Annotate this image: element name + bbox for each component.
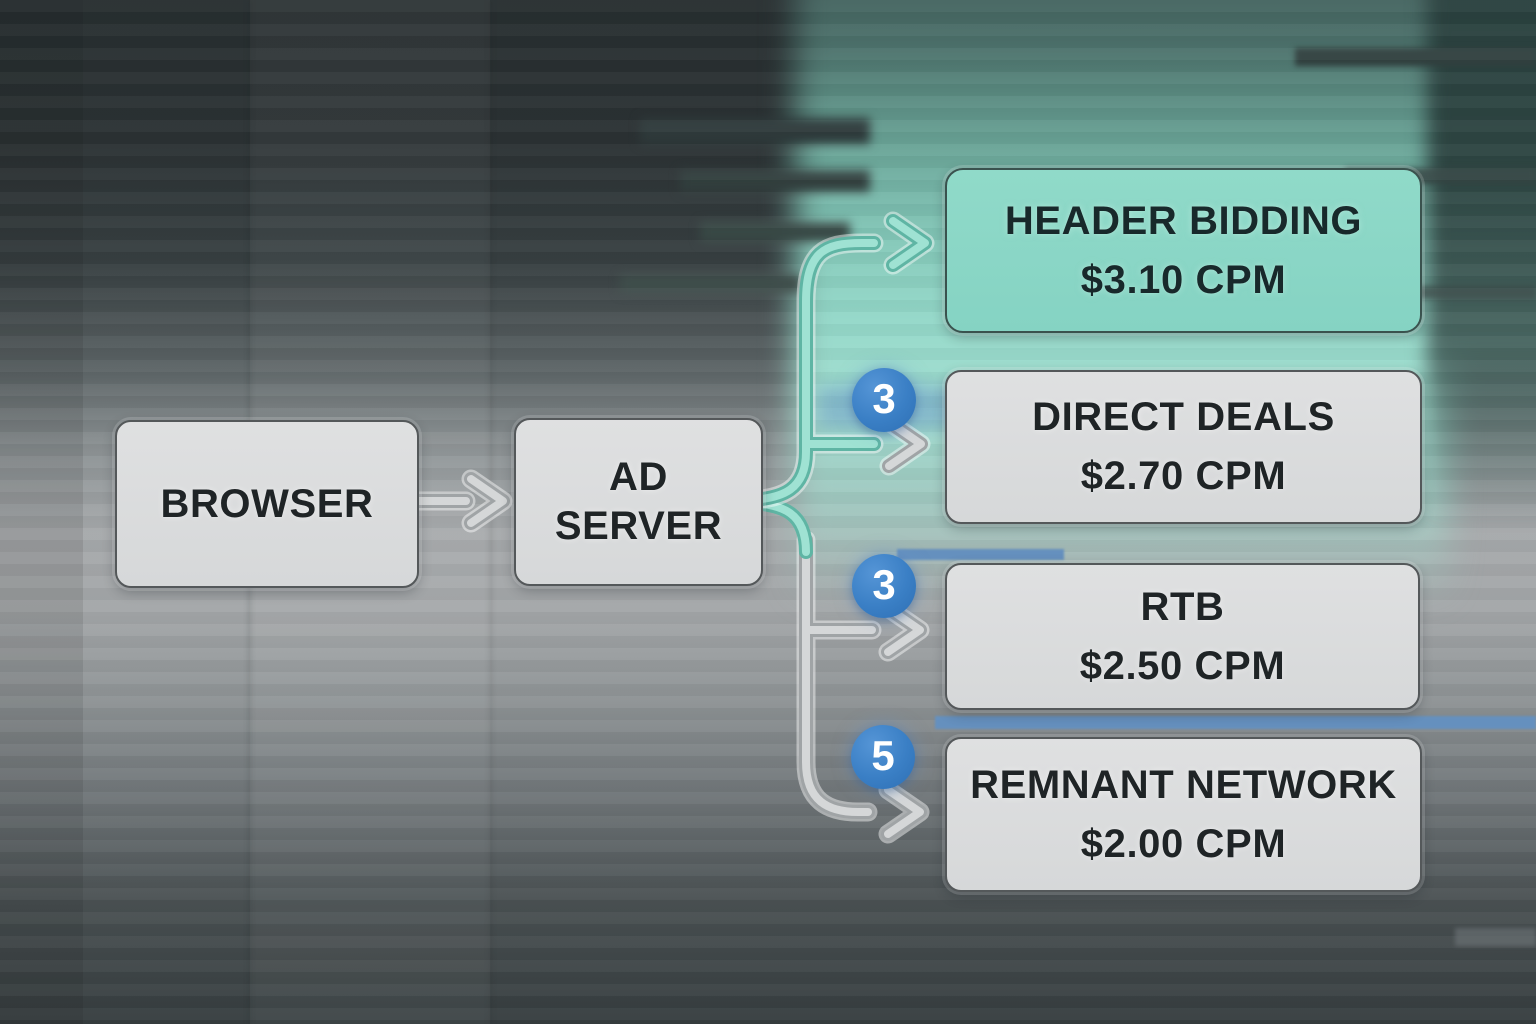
node-browser: BROWSER — [115, 420, 419, 588]
background-streak — [680, 170, 870, 192]
background-streak — [700, 222, 850, 242]
connector-ad-server-to-rtb-and-remnant — [796, 530, 882, 822]
badge-direct-deals-count: 3 — [852, 368, 916, 432]
node-direct-deals-cpm: $2.70 CPM — [1080, 454, 1287, 498]
blue-stripe — [935, 716, 1536, 729]
background-streak — [640, 118, 870, 144]
arrow-icon-header-bidding — [883, 211, 935, 275]
arrow-icon-rtb — [878, 598, 930, 662]
arrow-icon-browser-to-ad-server — [461, 469, 513, 533]
node-rtb: RTB $2.50 CPM — [945, 563, 1420, 710]
connector-ad-server-to-header-bidding-and-direct-deals — [742, 233, 884, 510]
node-direct-deals-title: DIRECT DEALS — [1032, 395, 1335, 440]
node-ad-server: AD SERVER — [514, 418, 763, 586]
node-header-bidding: HEADER BIDDING $3.10 CPM — [945, 168, 1422, 333]
node-ad-server-label: AD SERVER — [554, 455, 723, 548]
node-rtb-cpm: $2.50 CPM — [1079, 643, 1286, 688]
background-streak — [620, 275, 800, 293]
node-rtb-title: RTB — [1140, 584, 1225, 629]
node-browser-label: BROWSER — [160, 481, 374, 526]
arrow-icon-direct-deals — [879, 412, 931, 476]
node-remnant-network: REMNANT NETWORK $2.00 CPM — [945, 737, 1422, 892]
background-vertical-band — [0, 0, 83, 1024]
badge-remnant-network-count: 5 — [851, 725, 915, 789]
badge-direct-deals-value: 3 — [872, 375, 896, 422]
arrow-icon-remnant-network — [878, 780, 930, 844]
badge-rtb-value: 3 — [872, 561, 896, 608]
blue-stripe — [897, 549, 1064, 560]
background-streak — [1295, 48, 1536, 66]
badge-remnant-network-value: 5 — [871, 732, 895, 779]
node-header-bidding-title: HEADER BIDDING — [1004, 198, 1363, 243]
background-streak — [1455, 928, 1536, 946]
node-remnant-network-cpm: $2.00 CPM — [1080, 821, 1287, 866]
background-right-dark-band — [1428, 0, 1536, 520]
node-remnant-network-title: REMNANT NETWORK — [970, 762, 1397, 807]
node-header-bidding-cpm: $3.10 CPM — [1080, 257, 1287, 302]
node-direct-deals: DIRECT DEALS $2.70 CPM — [945, 370, 1422, 524]
badge-rtb-count: 3 — [852, 554, 916, 618]
